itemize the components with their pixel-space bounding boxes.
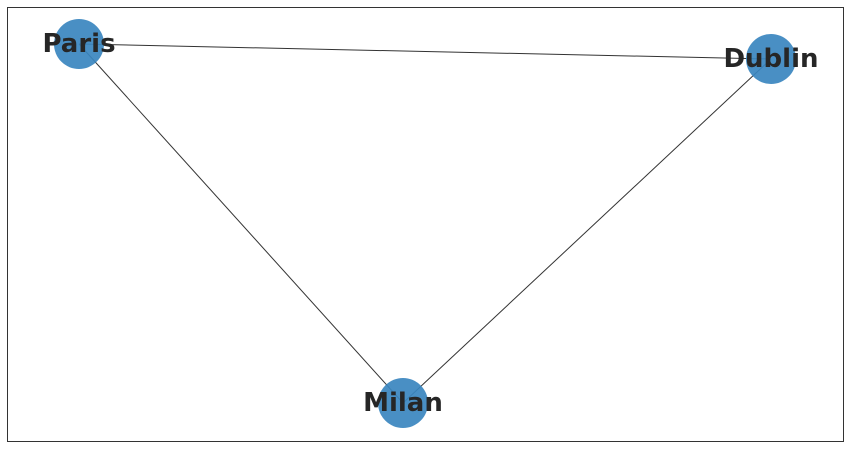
node-label-dublin: Dublin [723,44,818,74]
node-paris [54,19,104,69]
node-label-milan: Milan [363,388,443,418]
plot-frame [7,7,844,442]
edge-paris-milan [78,43,404,404]
node-label-paris: Paris [42,29,115,59]
labels-layer: Paris Dublin Milan [42,29,818,418]
node-dublin [746,34,796,84]
nodes-layer [54,19,796,428]
edge-dublin-milan [402,58,772,404]
node-milan [378,378,428,428]
edges-layer [78,43,772,404]
edge-paris-dublin [78,43,772,60]
